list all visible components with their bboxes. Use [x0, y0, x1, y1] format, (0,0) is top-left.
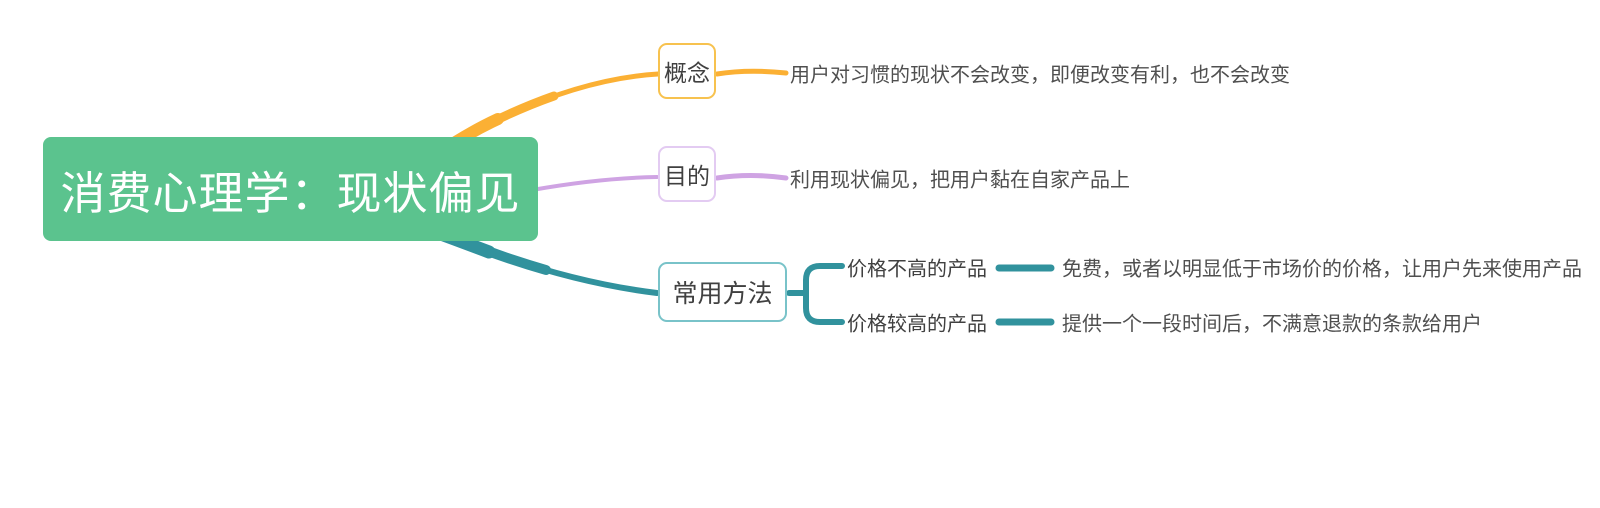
topic-concept[interactable]: 概念: [658, 43, 716, 99]
subtopic-high-price-label[interactable]: 价格较高的产品: [847, 313, 987, 336]
topic-purpose[interactable]: 目的: [658, 146, 716, 202]
note-concept[interactable]: 用户对习惯的现状不会改变，即便改变有利，也不会改变: [790, 64, 1290, 87]
note-purpose[interactable]: 利用现状偏见，把用户黏在自家产品上: [790, 169, 1130, 192]
topic-methods-label: 常用方法: [672, 280, 773, 308]
topic-methods[interactable]: 常用方法: [658, 262, 787, 322]
connector-concept-stub: [714, 68, 789, 77]
subtopic-low-price-label[interactable]: 价格不高的产品: [847, 258, 987, 281]
connector-purpose-stub: [714, 173, 789, 181]
connector-methods-bracket: [803, 263, 845, 325]
topic-purpose-label: 目的: [664, 163, 710, 189]
root-topic[interactable]: 消费心理学：现状偏见: [43, 137, 538, 241]
subtopic-low-price-note[interactable]: 免费，或者以明显低于市场价的价格，让用户先来使用产品: [1062, 258, 1582, 281]
root-topic-label: 消费心理学：现状偏见: [60, 167, 521, 219]
subtopic-high-price-note[interactable]: 提供一个一段时间后，不满意退款的条款给用户: [1062, 313, 1482, 336]
connector-purpose-curve: [530, 175, 659, 192]
topic-concept-label: 概念: [664, 60, 710, 86]
